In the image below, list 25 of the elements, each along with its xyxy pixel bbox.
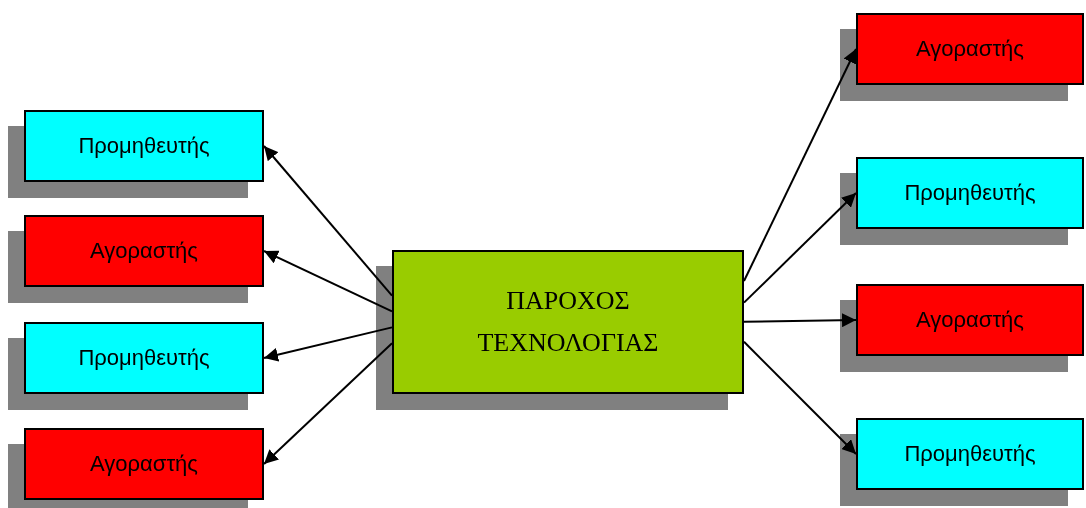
box-label: ΠΑΡΟΧΟΣ ΤΕΧΝΟΛΟΓΙΑΣ	[476, 285, 660, 359]
box-label: Προμηθευτής	[904, 441, 1036, 467]
arrow	[743, 192, 857, 304]
arrow	[263, 145, 393, 297]
arrow	[263, 326, 393, 362]
box-label: Προμηθευτής	[904, 180, 1036, 206]
box-label: Αγοραστής	[90, 238, 198, 264]
process-box	[24, 322, 264, 394]
process-box	[856, 418, 1084, 490]
process-box	[24, 428, 264, 500]
box-label: Προμηθευτής	[78, 133, 210, 159]
process-box	[24, 110, 264, 182]
box-label: Αγοραστής	[916, 307, 1024, 333]
arrow	[743, 340, 857, 455]
arrow	[263, 250, 393, 313]
box-label: Αγοραστής	[90, 451, 198, 477]
box-label: Προμηθευτής	[78, 345, 210, 371]
arrow	[743, 313, 857, 328]
box-label: Αγοραστής	[916, 36, 1024, 62]
arrow	[263, 342, 393, 465]
process-box	[856, 13, 1084, 85]
process-box	[24, 215, 264, 287]
process-box	[856, 157, 1084, 229]
process-box	[392, 250, 744, 394]
process-box	[856, 284, 1084, 356]
